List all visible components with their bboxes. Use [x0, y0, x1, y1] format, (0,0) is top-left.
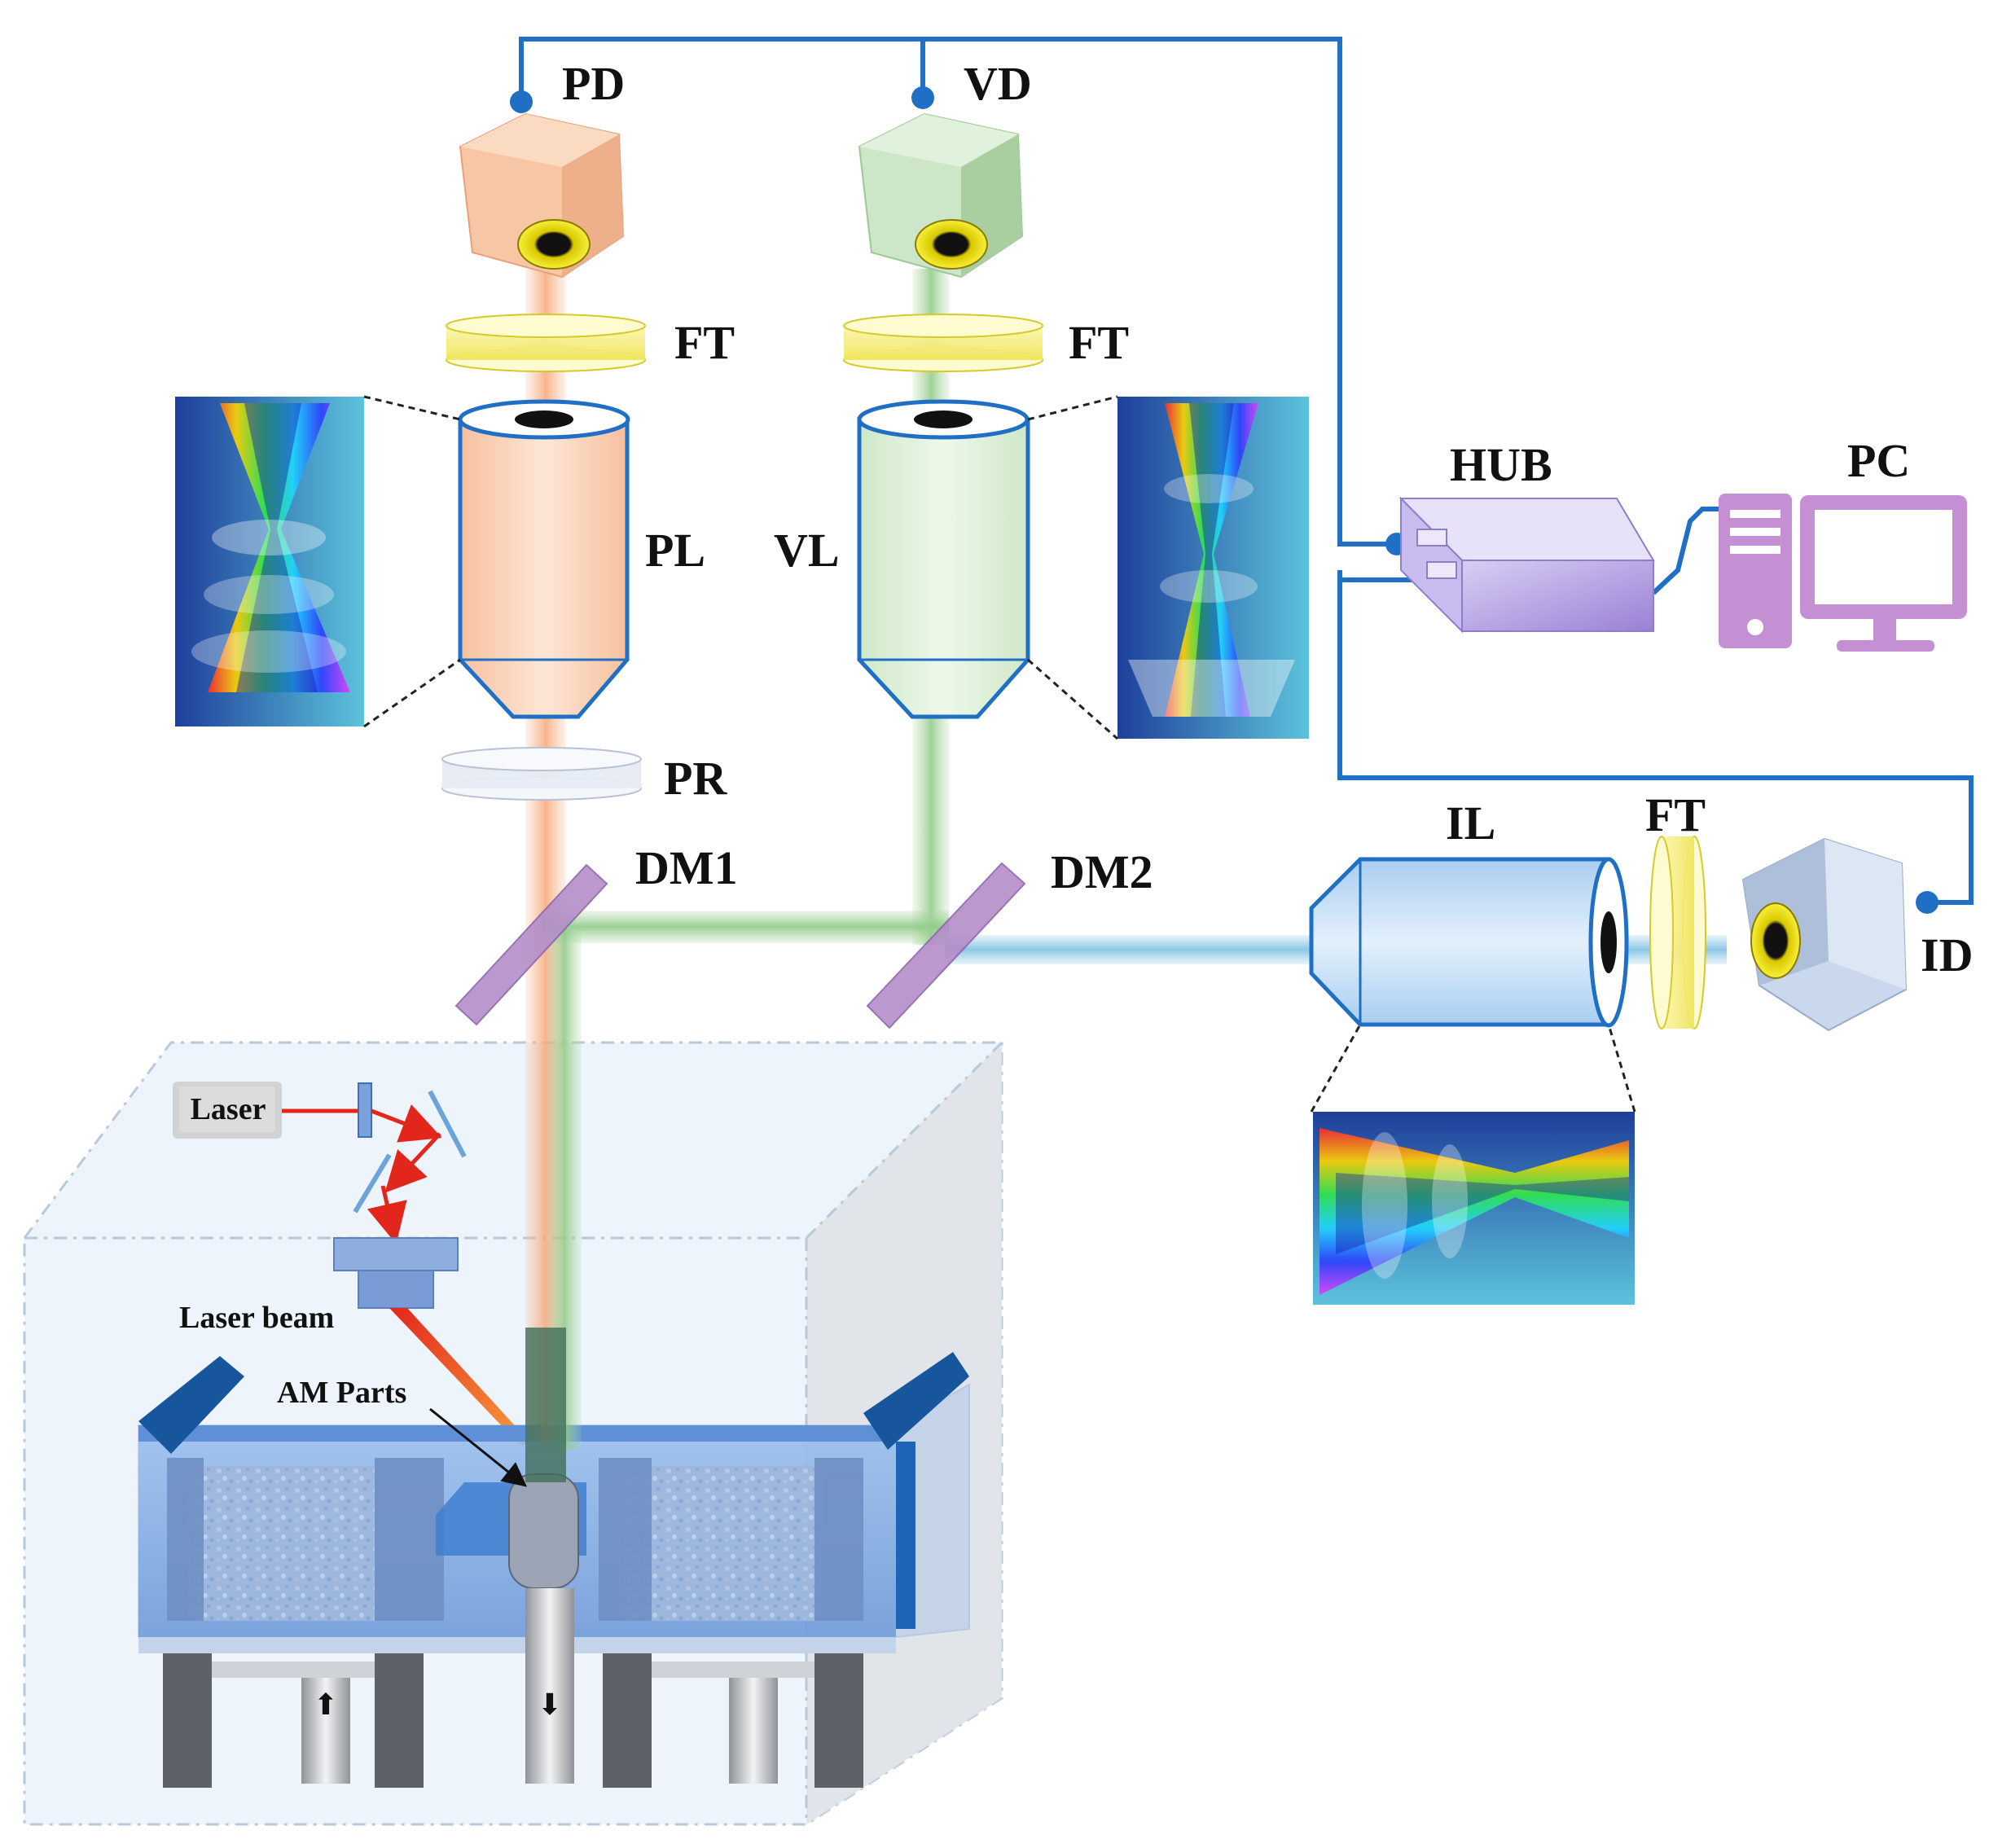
pd-label: PD — [562, 57, 625, 110]
laser-source: Laser — [173, 1082, 282, 1139]
filter-right — [1649, 836, 1706, 1029]
vd-camera — [858, 112, 1024, 279]
id-label: ID — [1921, 928, 1973, 981]
vl-lens — [857, 399, 1030, 719]
powder-bed: ⬆ ⬇ — [138, 1352, 970, 1788]
pd-camera — [459, 112, 625, 279]
laser-label: Laser — [191, 1092, 266, 1126]
id-camera — [1741, 837, 1908, 1032]
am-parts-pointer — [429, 1407, 528, 1487]
dm2-mirror — [866, 862, 1026, 1029]
il-label: IL — [1446, 797, 1495, 849]
svg-text:⬇: ⬇ — [538, 1688, 562, 1722]
hub-icon — [1416, 529, 1447, 546]
il-raytrace-inset — [1310, 1024, 1636, 1305]
filter-left — [446, 314, 646, 372]
camera-icon — [1750, 902, 1801, 979]
dm1-label: DM1 — [635, 841, 738, 894]
filter-mid — [843, 314, 1043, 372]
svg-text:⬆: ⬆ — [314, 1688, 338, 1722]
hub-device — [1398, 496, 1655, 634]
dm2-label: DM2 — [1051, 845, 1153, 898]
vd-label: VD — [964, 57, 1032, 110]
laser-path — [282, 1082, 467, 1244]
am-parts-label: AM Parts — [277, 1376, 406, 1410]
pr-plate — [441, 747, 642, 801]
beam-splitter — [358, 1082, 372, 1138]
pl-label: PL — [645, 524, 705, 577]
hub-label: HUB — [1450, 438, 1552, 491]
pr-label: PR — [664, 752, 727, 805]
laser-beam-cone — [389, 1308, 529, 1446]
steering-mirror-1 — [428, 1090, 467, 1158]
camera-icon — [517, 219, 591, 270]
ft-mid-label: FT — [1069, 316, 1129, 369]
camera-icon — [915, 219, 988, 270]
steering-mirror-2 — [353, 1153, 392, 1214]
il-lens — [1309, 857, 1629, 1028]
pc-label: PC — [1847, 434, 1910, 487]
pc-computer — [1719, 494, 1967, 652]
vl-raytrace-inset — [1027, 395, 1309, 740]
ft-right-label: FT — [1645, 788, 1706, 841]
dm1-mirror — [454, 863, 608, 1026]
vl-label: VL — [774, 524, 840, 577]
laser-beam-label: Laser beam — [179, 1301, 334, 1335]
am-part — [508, 1473, 579, 1589]
pl-raytrace-inset — [175, 395, 461, 728]
pl-lens — [458, 399, 630, 719]
scan-head — [333, 1237, 459, 1309]
ft-left-label: FT — [674, 316, 735, 369]
